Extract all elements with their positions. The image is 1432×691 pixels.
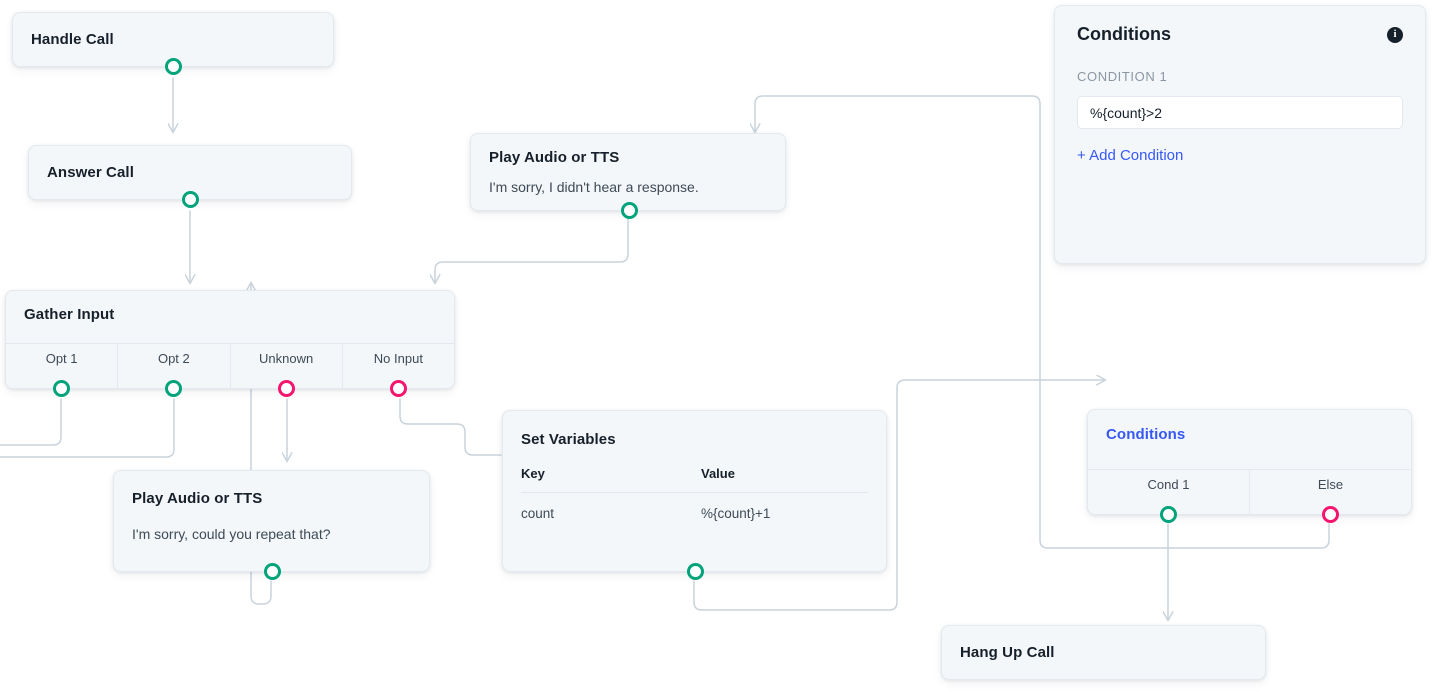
node-title: Conditions (1106, 426, 1186, 443)
port-dot-fallback[interactable] (1322, 505, 1339, 523)
info-icon[interactable]: i (1387, 26, 1403, 43)
port-label: Opt 2 (157, 351, 190, 366)
node-gather-input[interactable]: Gather Input Opt 1 Opt 2 Unknown No Inpu… (5, 290, 455, 397)
node-title: Play Audio or TTS (489, 149, 620, 166)
port-no-input[interactable]: No Input (343, 344, 454, 397)
port-label: Opt 1 (45, 351, 78, 366)
port-opt-1[interactable]: Opt 1 (6, 344, 119, 397)
edge-opt2-left (0, 398, 175, 458)
node-message: I'm sorry, I didn't hear a response. (489, 179, 699, 195)
conditions-properties-panel: Conditions i CONDITION 1 %{count}>2 + Ad… (1054, 5, 1426, 264)
panel-header: Conditions i (1055, 6, 1425, 45)
ports-row: Opt 1 Opt 2 Unknown No Input (6, 343, 454, 397)
port-dot-success[interactable] (53, 379, 71, 397)
port-dot-fallback[interactable] (389, 379, 407, 397)
port-label: Unknown (259, 351, 314, 366)
port-dot-success[interactable] (165, 379, 183, 397)
node-title: Set Variables (521, 431, 616, 448)
output-port-success[interactable] (181, 190, 199, 208)
port-label: Else (1317, 477, 1344, 492)
node-answer-call[interactable]: Answer Call (28, 145, 352, 208)
ports-row: Cond 1 Else (1088, 469, 1411, 523)
port-unknown[interactable]: Unknown (231, 344, 343, 397)
condition-field-label: CONDITION 1 (1077, 69, 1168, 84)
panel-title: Conditions (1077, 24, 1171, 44)
node-message: I'm sorry, could you repeat that? (132, 526, 331, 542)
port-opt-2[interactable]: Opt 2 (118, 344, 231, 397)
node-hang-up-call[interactable]: Hang Up Call (941, 625, 1266, 680)
node-title: Answer Call (47, 164, 134, 181)
column-header-value: Value (701, 466, 735, 481)
node-title: Gather Input (24, 306, 115, 323)
node-play-audio-unknown[interactable]: Play Audio or TTS I'm sorry, could you r… (113, 470, 430, 580)
table-divider (521, 492, 868, 493)
output-port-success[interactable] (164, 57, 182, 75)
port-label: No Input (373, 351, 423, 366)
node-conditions[interactable]: Conditions Cond 1 Else (1087, 409, 1412, 523)
node-handle-call[interactable]: Handle Call (12, 12, 334, 75)
port-else[interactable]: Else (1250, 470, 1411, 523)
port-cond-1[interactable]: Cond 1 (1088, 470, 1250, 523)
port-label: Cond 1 (1147, 477, 1190, 492)
node-title: Play Audio or TTS (132, 490, 263, 507)
edge-noinput-to-setvars (399, 398, 502, 456)
node-play-audio-no-input[interactable]: Play Audio or TTS I'm sorry, I didn't he… (470, 133, 786, 219)
table-row: count %{count}+1 (521, 493, 868, 521)
table-header-row: Key Value (521, 466, 868, 492)
variables-table: Key Value count %{count}+1 (503, 466, 886, 521)
condition-input-value: %{count}>2 (1090, 104, 1163, 121)
cell-value: %{count}+1 (701, 506, 771, 521)
column-header-key: Key (521, 466, 545, 481)
node-title: Handle Call (31, 31, 114, 48)
node-set-variables[interactable]: Set Variables Key Value count %{count}+1 (502, 410, 887, 580)
edge-opt1-left (0, 398, 62, 446)
output-port-success[interactable] (620, 201, 638, 219)
port-dot-fallback[interactable] (277, 379, 295, 397)
output-port-success[interactable] (686, 562, 704, 580)
condition-input[interactable]: %{count}>2 (1077, 96, 1403, 129)
cell-key: count (521, 506, 555, 521)
port-dot-success[interactable] (1160, 505, 1177, 523)
add-condition-button[interactable]: + Add Condition (1077, 147, 1184, 164)
edge-play-audio-to-gather (435, 210, 629, 283)
output-port-success[interactable] (263, 562, 281, 580)
node-title: Hang Up Call (960, 644, 1055, 661)
